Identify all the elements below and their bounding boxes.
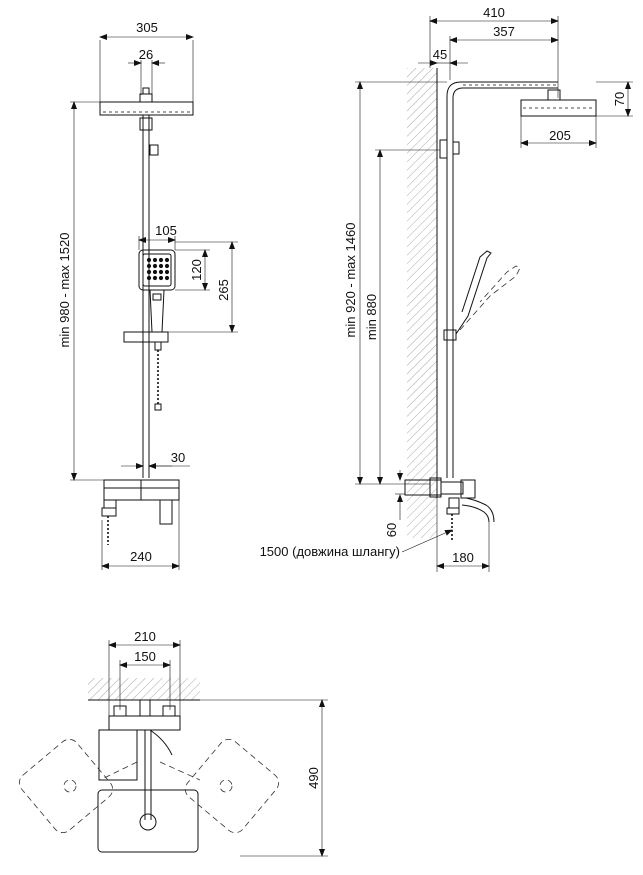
dim-wall-offset: 45 <box>433 47 447 62</box>
dim-handshower-face: 120 <box>189 259 204 281</box>
wall-hatch <box>407 68 437 498</box>
dim-head-depth: 205 <box>549 128 571 143</box>
head-shower-top <box>97 789 199 853</box>
side-view: 410 357 45 70 205 <box>260 5 633 572</box>
hand-shower <box>138 249 176 291</box>
hand-shower-side <box>455 250 492 335</box>
dim-arm-reach: 357 <box>493 24 515 39</box>
top-view: 210 150 490 <box>18 629 328 857</box>
dim-head-width: 305 <box>136 20 158 35</box>
dim-spout-height: 60 <box>384 523 399 537</box>
dim-total-reach: 410 <box>483 5 505 20</box>
hand-shower-nozzles <box>146 257 170 281</box>
mixer-top <box>108 715 181 731</box>
dim-min-height: min 880 <box>364 294 379 340</box>
dim-handshower-length: 265 <box>216 279 231 301</box>
front-view: 305 26 min 980 - max 1520 <box>57 20 238 570</box>
hose-length-label: 1500 (довжина шлангу) <box>260 544 400 559</box>
dim-head-height: 70 <box>612 92 627 106</box>
head-shower <box>99 101 194 116</box>
dim-height-range: min 920 - max 1460 <box>343 223 358 338</box>
dim-mixer-width: 240 <box>130 549 152 564</box>
dim-outer-width: 210 <box>134 629 156 644</box>
dim-spout-reach: 180 <box>452 550 474 565</box>
dim-rail-height: min 980 - max 1520 <box>57 233 72 348</box>
dim-inner-width: 150 <box>134 649 156 664</box>
head-shower-side <box>520 99 597 117</box>
dim-arm: 26 <box>139 47 153 62</box>
dim-depth: 490 <box>306 767 321 789</box>
dim-handshower-width: 105 <box>155 223 177 238</box>
rail-slider <box>123 331 169 343</box>
top-wall-hatch <box>88 678 200 700</box>
dim-pipe: 30 <box>171 450 185 465</box>
